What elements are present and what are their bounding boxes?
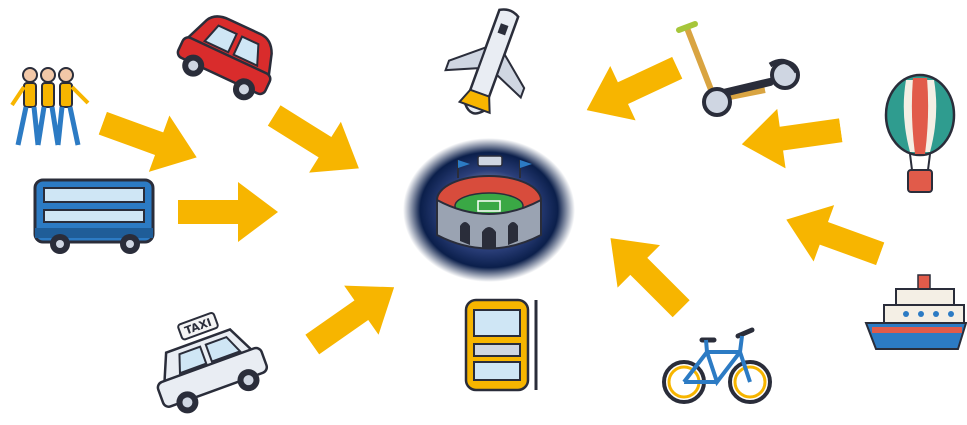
arrow-taxi — [295, 263, 411, 370]
airplane-icon — [435, 0, 547, 127]
hub-stadium — [403, 138, 575, 282]
ship-icon — [866, 275, 966, 349]
taxi-icon: TAXI — [140, 301, 273, 420]
double-decker-bus-icon — [35, 180, 153, 254]
arrow-ship — [776, 191, 890, 282]
bicycle-icon — [664, 330, 770, 402]
arrow-balloon — [738, 101, 845, 174]
hot-air-balloon-icon — [886, 75, 954, 192]
scooter-icon — [679, 24, 798, 115]
arrow-car — [258, 90, 375, 194]
arrow-bus — [178, 182, 278, 242]
arrow-scooter — [574, 41, 690, 138]
arrow-bicycle — [589, 217, 702, 330]
car-icon — [170, 6, 286, 108]
train-icon — [466, 300, 536, 390]
walking-people-icon — [12, 68, 88, 145]
arrow-walking — [92, 95, 206, 186]
